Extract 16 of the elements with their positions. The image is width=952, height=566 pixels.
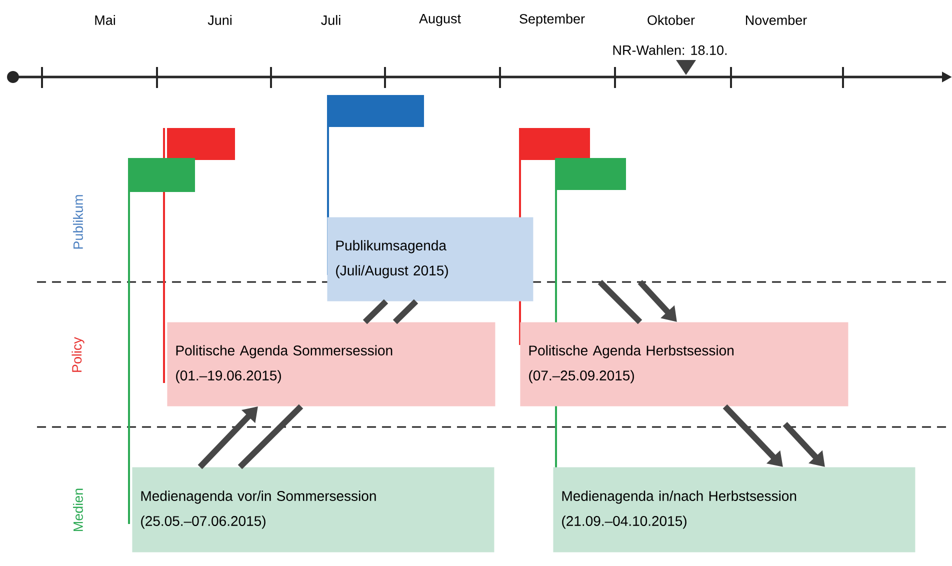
month-label: Oktober xyxy=(648,15,695,25)
month-label: Juni xyxy=(208,15,232,25)
lane-label: Publikum xyxy=(73,195,83,249)
lane-label: Policy xyxy=(72,337,84,372)
agenda-box: Politische Agenda Herbstsession (07.–25.09.2015) xyxy=(520,322,848,406)
month-label: Mai xyxy=(95,15,115,25)
lane-label: Medien xyxy=(73,488,83,532)
month-label: August xyxy=(419,14,461,26)
agenda-box: Medienagenda vor/in Sommersession (25.05.–07.06.2015) xyxy=(132,467,494,552)
event-label: NR-Wahlen: 18.10. xyxy=(613,45,727,55)
month-label: September xyxy=(520,14,585,26)
agenda-box: Politische Agenda Sommersession (01.–19.06.2015) xyxy=(167,322,496,406)
month-label: Juli xyxy=(321,15,340,25)
agenda-box: Medienagenda in/nach Herbstsession (21.09.–04.10.2015) xyxy=(553,467,916,552)
month-label: November xyxy=(746,15,807,25)
agenda-box: Publikumsagenda (Juli/August 2015) xyxy=(327,217,534,302)
